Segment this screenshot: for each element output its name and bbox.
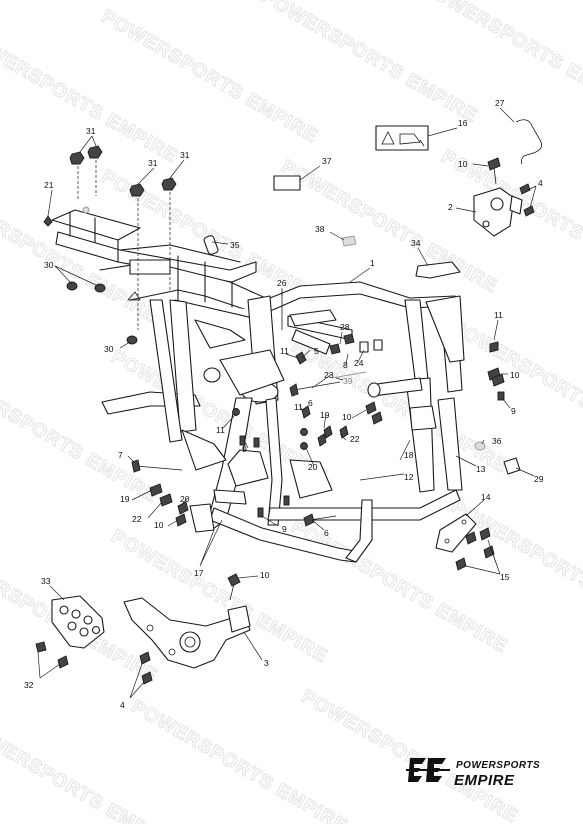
brand-line-2: EMPIRE	[454, 772, 515, 789]
fasteners	[35, 145, 535, 685]
svg-text:POWERSPORTS EMPIRE: POWERSPORTS EMPIRE	[258, 0, 482, 127]
callout-18: 18	[404, 450, 414, 460]
callout-29: 29	[534, 474, 544, 484]
callout-7: 7	[118, 450, 123, 460]
callout-16: 16	[458, 118, 468, 128]
callout-26: 26	[277, 278, 287, 288]
warning-label-16	[375, 125, 429, 151]
callout-6: 6	[308, 398, 313, 408]
svg-text:POWERSPORTS EMPIRE: POWERSPORTS EMPIRE	[0, 716, 181, 824]
callout-22: 22	[132, 514, 142, 524]
callout-27: 27	[495, 98, 505, 108]
callout-31: 31	[180, 150, 190, 160]
callout-21: 21	[44, 180, 54, 190]
callout-9: 9	[282, 524, 287, 534]
callout-31: 31	[148, 158, 158, 168]
callout-28: 28	[340, 322, 350, 332]
callout-37: 37	[322, 156, 332, 166]
callout-9: 9	[511, 406, 516, 416]
callout-33: 33	[41, 576, 51, 586]
callout-10: 10	[458, 159, 468, 169]
clip-38	[341, 235, 357, 247]
svg-text:POWERSPORTS EMPIRE: POWERSPORTS EMPIRE	[298, 686, 522, 824]
callout-12: 12	[404, 472, 414, 482]
callout-11: 11	[294, 402, 303, 412]
callout-15: 15	[500, 572, 510, 582]
leader-lines	[37, 107, 537, 699]
callout-9: 9	[242, 444, 247, 454]
brand-line-1: POWERSPORTS	[456, 760, 540, 771]
callout-34: 34	[411, 238, 421, 248]
callout-24: 24	[354, 358, 364, 368]
callout-38: 38	[315, 224, 325, 234]
callout-13: 13	[476, 464, 486, 474]
plate-28	[373, 339, 383, 351]
plate-24	[359, 341, 369, 353]
plate-33	[51, 595, 105, 649]
label-37	[273, 175, 301, 191]
hook-27	[515, 119, 543, 165]
callout-35: 35	[230, 240, 240, 250]
svg-text:POWERSPORTS EMPIRE: POWERSPORTS EMPIRE	[288, 336, 512, 477]
callout-17: 17	[194, 568, 204, 578]
callout-2: 2	[448, 202, 453, 212]
part-35	[203, 235, 219, 255]
callout-20: 20	[180, 494, 190, 504]
callout-4: 4	[120, 700, 125, 710]
svg-text:POWERSPORTS EMPIRE: POWERSPORTS EMPIRE	[288, 516, 512, 657]
callout-32: 32	[24, 680, 34, 690]
callout-4: 4	[538, 178, 543, 188]
callout-36: 36	[492, 436, 502, 446]
callout-10: 10	[342, 412, 352, 422]
bracket-3	[123, 597, 251, 669]
callout-14: 14	[481, 492, 491, 502]
callout-30: 30	[44, 260, 54, 270]
callout-31: 31	[86, 126, 96, 136]
callout-19: 19	[120, 494, 130, 504]
callout-8: 8	[343, 360, 348, 370]
callout-5: 5	[314, 346, 319, 356]
callout-3: 3	[264, 658, 269, 668]
callout-1: 1	[370, 258, 375, 268]
plate-14	[435, 513, 477, 553]
bracket-2	[473, 187, 523, 237]
main-frame	[101, 281, 465, 563]
callout-11: 11	[494, 310, 503, 320]
callout-19: 19	[320, 410, 330, 420]
callout-10: 10	[260, 570, 270, 580]
callout-30: 30	[104, 344, 114, 354]
callout-11: 11	[216, 425, 225, 435]
callout-22: 22	[350, 434, 360, 444]
brand-logo: POWERSPORTS EMPIRE	[406, 758, 540, 789]
callout-39: 39	[343, 376, 353, 386]
callout-11: 11	[280, 346, 289, 356]
callout-23: 23	[324, 370, 334, 380]
part-34	[415, 261, 461, 279]
callout-labels: 31 31 31 21 30 30 35 37 16 27 10 4 2 34 …	[24, 98, 544, 710]
callout-10: 10	[510, 370, 520, 380]
callout-6: 6	[324, 528, 329, 538]
brand-emblem-icon	[406, 758, 450, 782]
svg-text:POWERSPORTS EMPIRE: POWERSPORTS EMPIRE	[0, 366, 161, 507]
callout-20: 20	[308, 462, 318, 472]
callout-10: 10	[154, 520, 164, 530]
